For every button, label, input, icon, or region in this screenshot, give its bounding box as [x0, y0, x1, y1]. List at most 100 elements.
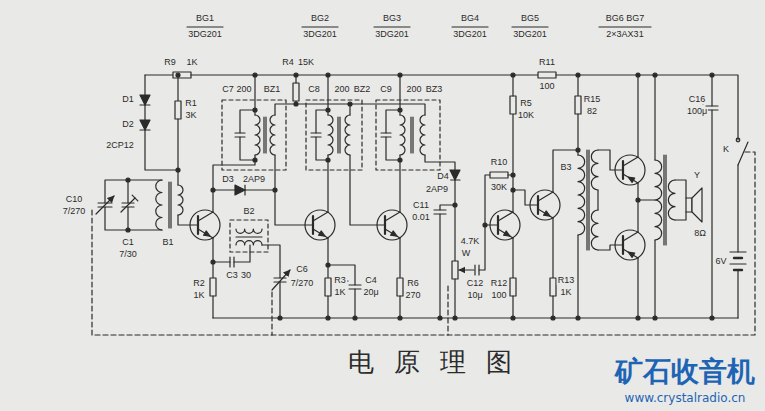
junction-dot: [511, 73, 515, 77]
component-label: R5: [519, 99, 533, 108]
component-label: B1: [161, 238, 174, 247]
component-label: 1K: [192, 291, 205, 300]
resistor-symbol: [550, 278, 556, 296]
capacitor-plate: [235, 132, 245, 133]
junction-dot: [253, 108, 257, 112]
battery-plate: [730, 251, 746, 252]
component-label: BG4: [460, 14, 480, 23]
transformer-core: [665, 155, 666, 245]
transistor-outline: [490, 210, 520, 240]
wire: [454, 279, 455, 318]
junction-dot: [126, 228, 130, 232]
wire: [145, 130, 178, 170]
shield-outline: [306, 100, 362, 170]
wire: [439, 214, 440, 318]
wire: [213, 189, 235, 190]
resistor-symbol: [510, 96, 516, 114]
junction-dot: [253, 158, 257, 162]
coil-symbol: [236, 241, 262, 245]
wire: [240, 110, 255, 133]
wire: [240, 137, 255, 160]
wire: [316, 110, 328, 133]
adjust-arrow: [459, 269, 474, 270]
component-label: Y: [693, 171, 701, 180]
wire: [737, 270, 738, 318]
component-label: 3DG201: [302, 30, 338, 39]
coil-symbol: [178, 185, 183, 215]
coil-symbol: [156, 180, 162, 230]
battery-plate: [734, 257, 742, 259]
wire: [386, 137, 400, 160]
component-label: 3DG201: [187, 30, 223, 39]
transformer-core: [236, 236, 262, 237]
resistor-symbol: [575, 96, 581, 114]
transistor-base: [384, 216, 386, 234]
diode-body: [140, 95, 150, 105]
component-label: R1: [184, 99, 198, 108]
emitter-arrow: [628, 177, 634, 182]
component-label: B3: [559, 163, 572, 172]
component-label: R12: [490, 279, 509, 288]
transformer-core: [663, 155, 664, 245]
transformer-core: [339, 117, 340, 153]
wire: [327, 296, 328, 318]
wire: [552, 296, 553, 318]
component-label: R6: [406, 279, 420, 288]
shield-outline: [230, 220, 268, 252]
component-label: 10μ: [466, 291, 483, 300]
wire: [212, 238, 213, 278]
junction-dot: [294, 102, 298, 106]
junction-dot: [211, 260, 215, 264]
diode-body: [140, 120, 150, 130]
wire: [637, 75, 638, 157]
transistor-base: [537, 196, 539, 214]
component-label: 8Ω: [693, 229, 707, 238]
coil-symbol: [255, 115, 260, 155]
resistor-symbol: [293, 83, 299, 101]
wire: [675, 180, 686, 198]
transistor-outline: [615, 155, 645, 185]
component-label: 100: [538, 82, 555, 91]
transistor-collector: [498, 212, 513, 221]
transistor-base: [622, 236, 624, 254]
component-label: 3DG201: [452, 30, 488, 39]
component-label: BG3: [382, 14, 402, 23]
junction-dot: [398, 73, 402, 77]
wire: [512, 75, 513, 96]
wire: [513, 190, 538, 205]
coil-symbol: [578, 155, 585, 235]
gang-link: [271, 292, 272, 335]
wire: [512, 114, 513, 212]
transistor-collector: [623, 232, 638, 241]
transistor-emitter: [538, 209, 553, 218]
component-label: 7/30: [118, 250, 138, 259]
pnp-transistor-symbol: [615, 230, 645, 260]
component-label: C4: [364, 276, 378, 285]
coil-symbol: [591, 150, 598, 190]
wire: [350, 155, 385, 225]
transistor-emitter: [623, 174, 638, 183]
component-label: 3K: [184, 111, 197, 120]
junction-dot: [253, 73, 257, 77]
component-label: 30K: [490, 183, 508, 192]
capacitor-plate: [381, 132, 391, 133]
component-label: 1K: [185, 58, 198, 67]
component-label: 2×3AX31: [605, 30, 644, 39]
diode-body: [235, 185, 245, 195]
junction-dot: [511, 188, 515, 192]
resistor-symbol: [173, 72, 191, 78]
wire: [737, 165, 738, 252]
wire: [577, 235, 578, 318]
emitter-arrow: [504, 231, 510, 236]
wire: [711, 110, 712, 318]
transistor-collector: [538, 192, 553, 201]
wire: [512, 296, 513, 318]
wire: [316, 137, 328, 160]
component-label: 6V: [714, 257, 727, 266]
junction-dot: [326, 263, 330, 267]
component-label: BG6 BG7: [605, 14, 646, 23]
wire: [577, 75, 578, 96]
wire: [177, 75, 178, 101]
transistor-outline: [615, 230, 645, 260]
header-rule: [187, 26, 223, 27]
